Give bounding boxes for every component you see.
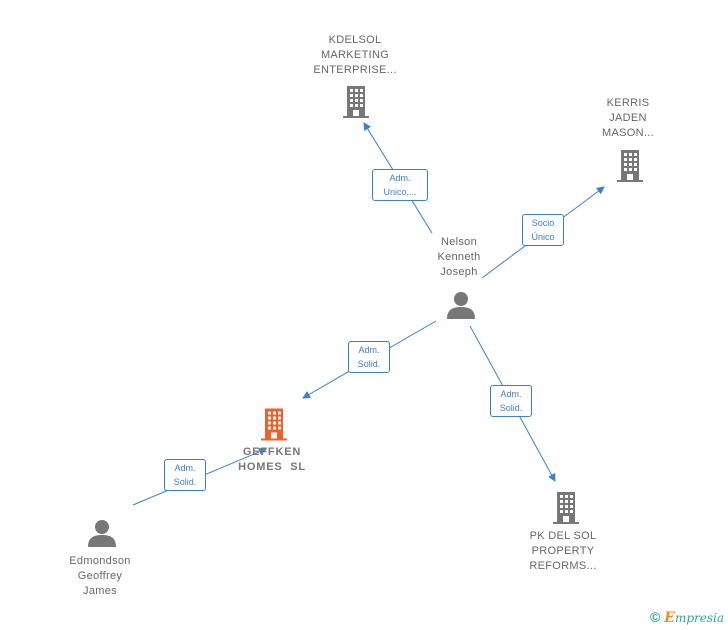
label-line: Adm.: [500, 389, 522, 399]
label-line: Edmondson: [69, 555, 131, 567]
building-icon-kdelsol[interactable]: [340, 85, 372, 118]
label-line: James: [83, 585, 117, 597]
building-icon-pk-del-sol[interactable]: [550, 491, 582, 524]
label-line: Solid.: [357, 359, 381, 369]
label-line: GEFFKEN: [242, 446, 302, 458]
label-line: Único: [531, 232, 555, 242]
label-line: PROPERTY: [531, 545, 595, 557]
label-line: Kenneth: [437, 251, 481, 263]
node-label-edmondson[interactable]: Edmondson Geoffrey James: [54, 554, 146, 599]
label-line: Socio: [531, 218, 555, 228]
edge-label-edmondson-geffken[interactable]: Adm. Solid.: [164, 459, 206, 491]
label-line: Adm.: [174, 463, 196, 473]
label-line: Adm.: [389, 173, 411, 183]
brand-initial: E: [664, 610, 675, 626]
label-line: ENTERPRISE...: [313, 64, 397, 76]
label-line: PK DEL SOL: [529, 530, 597, 542]
brand-name: mpresia: [674, 611, 724, 625]
label-line: KERRIS: [606, 97, 650, 109]
label-line: Adm.: [358, 345, 380, 355]
building-icon-geffken[interactable]: [258, 407, 290, 441]
label-line: Geoffrey: [77, 570, 123, 582]
node-label-kerris[interactable]: KERRIS JADEN MASON...: [588, 96, 668, 141]
building-icon-kerris[interactable]: [614, 149, 646, 182]
label-line: Solid.: [173, 477, 197, 487]
label-line: Joseph: [440, 266, 478, 278]
node-label-pk-del-sol[interactable]: PK DEL SOL PROPERTY REFORMS...: [508, 529, 618, 574]
edge-label-nelson-geffken[interactable]: Adm. Solid.: [348, 341, 390, 373]
node-label-nelson[interactable]: Nelson Kenneth Joseph: [418, 235, 500, 280]
edge-label-nelson-kerris[interactable]: Socio Único: [522, 214, 564, 246]
label-line: KDELSOL: [328, 34, 382, 46]
edge-label-nelson-pk[interactable]: Adm. Solid.: [490, 385, 532, 417]
node-label-geffken[interactable]: GEFFKEN HOMES SL: [222, 445, 322, 475]
label-line: MASON...: [602, 127, 654, 139]
label-line: Unico,...: [383, 187, 417, 197]
label-line: REFORMS...: [529, 560, 597, 572]
label-line: Nelson: [440, 236, 478, 248]
label-line: HOMES SL: [238, 461, 306, 473]
person-icon-edmondson[interactable]: [87, 518, 117, 548]
label-line: MARKETING: [320, 49, 390, 61]
label-line: Solid.: [499, 403, 523, 413]
empresia-logo[interactable]: ©Empresia: [650, 609, 724, 626]
edge-label-nelson-kdelsol[interactable]: Adm. Unico,...: [372, 169, 428, 201]
node-label-kdelsol[interactable]: KDELSOL MARKETING ENTERPRISE...: [300, 33, 410, 78]
copyright-symbol: ©: [649, 609, 661, 625]
person-icon-nelson[interactable]: [446, 290, 476, 320]
label-line: JADEN: [609, 112, 647, 124]
